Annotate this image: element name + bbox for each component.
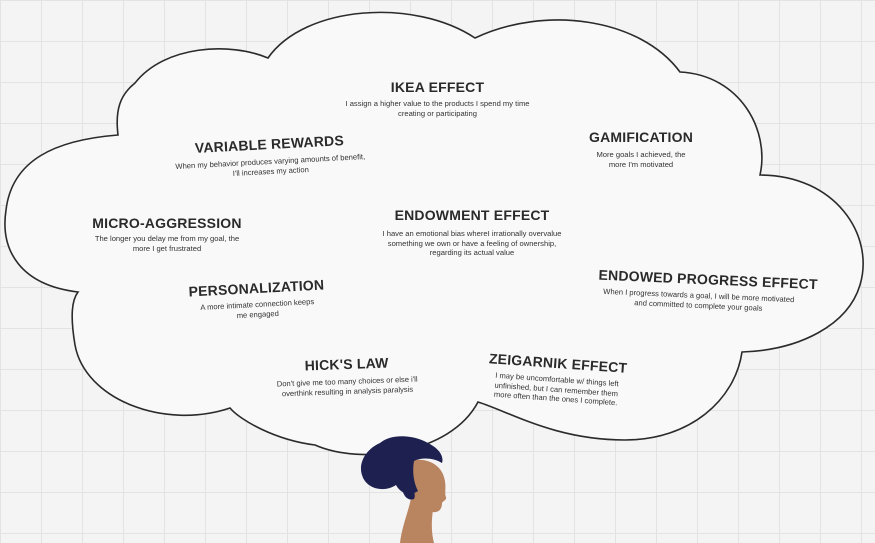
concept-description: I assign a higher value to the products … [345, 99, 530, 118]
concept-description: I have an emotional bias whereI irration… [382, 229, 562, 258]
concept-title: GAMIFICATION [588, 129, 694, 145]
concept-hicks-law[interactable]: HICK'S LAW Don't give me too many choice… [271, 353, 422, 398]
concept-ikea-effect[interactable]: IKEA EFFECT I assign a higher value to t… [345, 79, 530, 118]
concept-title: ENDOWMENT EFFECT [394, 207, 550, 223]
concept-micro-aggression[interactable]: MICRO-AGGRESSION The longer you delay me… [92, 215, 242, 253]
concept-title: MICRO-AGGRESSION [92, 215, 242, 231]
person-hair [360, 436, 443, 494]
concept-description: The longer you delay me from my goal, th… [94, 234, 240, 253]
concept-gamification[interactable]: GAMIFICATION More goals I achieved, the … [580, 129, 702, 169]
concept-description: More goals I achieved, the more I'm moti… [596, 150, 686, 169]
person-illustration [360, 436, 447, 543]
person-face [409, 459, 447, 513]
person-hair-tuft [402, 487, 415, 500]
cloud-outline [4, 11, 864, 456]
concept-title: IKEA EFFECT [390, 79, 485, 95]
concept-personalization[interactable]: PERSONALIZATION A more intimate connecti… [187, 276, 327, 322]
concept-endowment-effect[interactable]: ENDOWMENT EFFECT I have an emotional bia… [372, 207, 572, 258]
concept-zeigarnik-effect[interactable]: ZEIGARNIK EFFECT I may be uncomfortable … [481, 350, 632, 409]
